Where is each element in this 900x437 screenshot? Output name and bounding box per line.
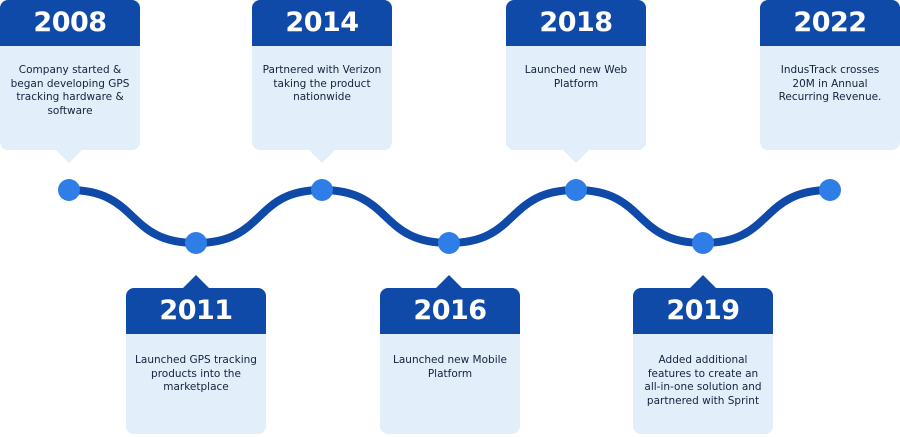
milestone-card-2019: 2019 Added additional features to create… (633, 288, 773, 434)
milestone-card-2014: 2014 Partnered with Verizon taking the p… (252, 0, 392, 150)
milestone-pointer (183, 275, 209, 288)
milestone-card-2008: 2008 Company started & began developing … (0, 0, 140, 150)
milestone-description: Launched new Mobile Platform (380, 334, 520, 434)
milestone-year: 2022 (760, 0, 900, 46)
milestone-pointer (436, 275, 462, 288)
milestone-pointer (690, 275, 716, 288)
milestone-card-2011: 2011 Launched GPS tracking products into… (126, 288, 266, 434)
timeline-node-2019 (692, 232, 714, 254)
milestone-year: 2016 (380, 288, 520, 334)
milestone-year: 2008 (0, 0, 140, 46)
timeline-node-2008 (58, 179, 80, 201)
timeline-node-2018 (565, 179, 587, 201)
milestone-description: Launched GPS tracking products into the … (126, 334, 266, 434)
milestone-year: 2011 (126, 288, 266, 334)
milestone-pointer (56, 150, 82, 163)
milestone-year: 2019 (633, 288, 773, 334)
timeline-node-2022 (819, 179, 841, 201)
milestone-card-2018: 2018 Launched new Web Platform (506, 0, 646, 150)
milestone-year: 2018 (506, 0, 646, 46)
milestone-card-2022: 2022 IndusTrack crosses 20M in Annual Re… (760, 0, 900, 150)
timeline-node-2016 (438, 232, 460, 254)
milestone-year: 2014 (252, 0, 392, 46)
milestone-pointer (309, 150, 335, 163)
milestone-description: Company started & began developing GPS t… (0, 46, 140, 150)
milestone-card-2016: 2016 Launched new Mobile Platform (380, 288, 520, 434)
milestone-description: Added additional features to create an a… (633, 334, 773, 434)
milestone-description: IndusTrack crosses 20M in Annual Recurri… (760, 46, 900, 150)
milestone-description: Partnered with Verizon taking the produc… (252, 46, 392, 150)
timeline-node-2014 (311, 179, 333, 201)
milestone-pointer (563, 150, 589, 163)
timeline-node-2011 (185, 232, 207, 254)
milestone-description: Launched new Web Platform (506, 46, 646, 150)
